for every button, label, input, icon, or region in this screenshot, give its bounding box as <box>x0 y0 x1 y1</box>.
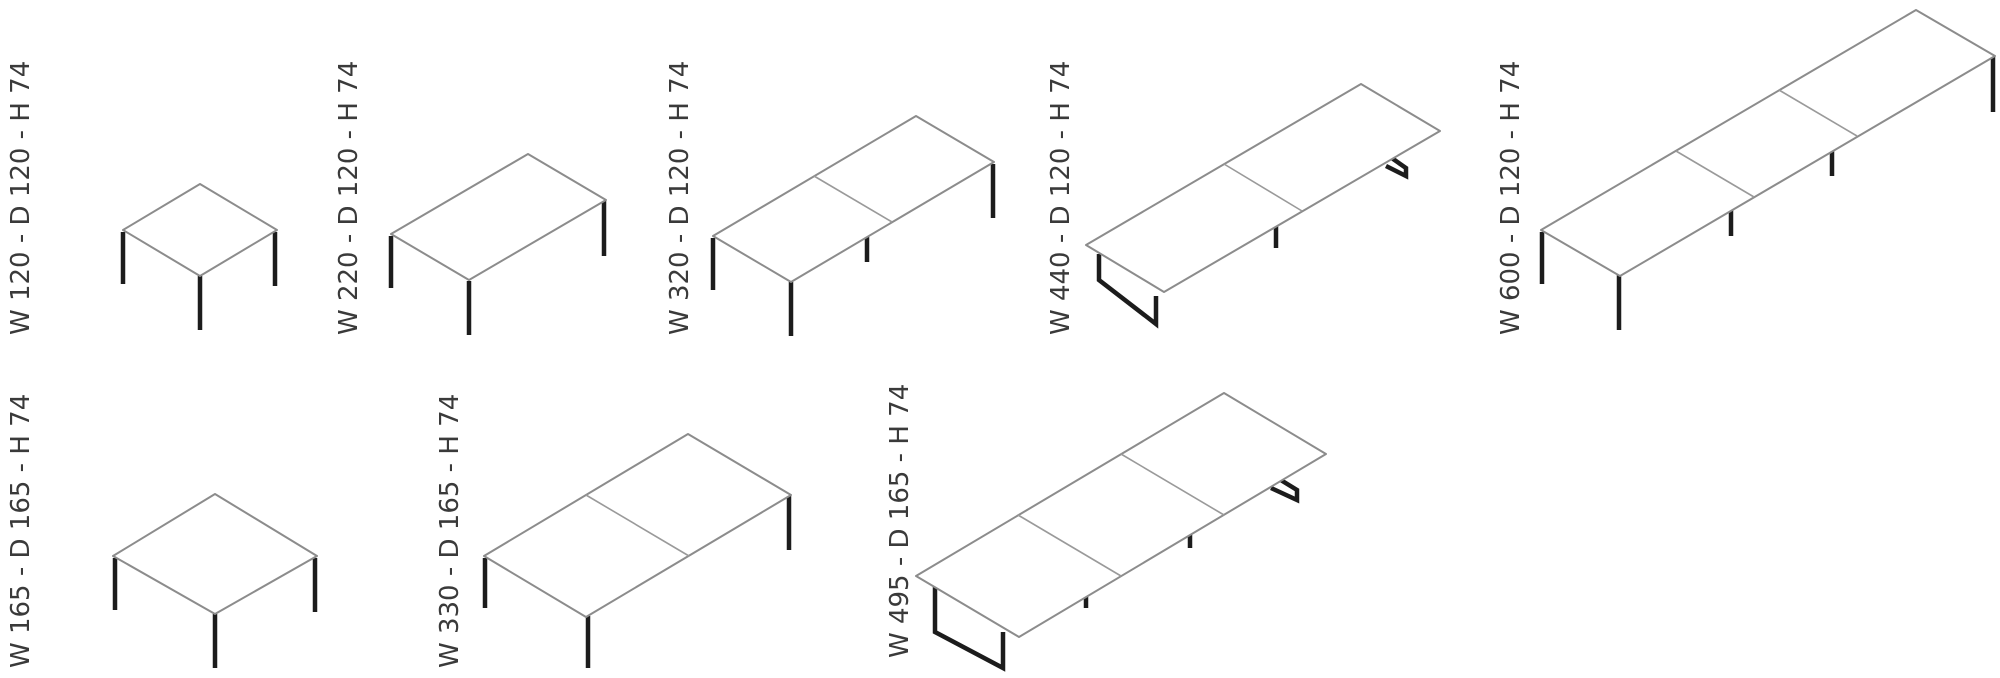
table-w495-d165: W 495 - D 165 - H 74 <box>885 384 1327 672</box>
table-top <box>1540 9 1996 277</box>
dimension-label: W 165 - D 165 - H 74 <box>6 394 36 668</box>
table-legs <box>112 558 318 668</box>
table-w320-d120: W 320 - D 120 - H 74 <box>665 61 996 336</box>
dimension-label: W 120 - D 120 - H 74 <box>6 61 36 335</box>
table-w220-d120: W 220 - D 120 - H 74 <box>334 61 607 335</box>
table-legs <box>710 164 996 336</box>
dimension-label: W 330 - D 165 - H 74 <box>435 394 465 668</box>
table-w600-d120: W 600 - D 120 - H 74 <box>1496 9 1996 335</box>
module-seam <box>1223 163 1303 212</box>
table-top <box>122 183 278 277</box>
table-w330-d165: W 330 - D 165 - H 74 <box>435 394 792 668</box>
table-top <box>390 153 607 281</box>
module-seam <box>1017 514 1122 577</box>
table-legs <box>1096 152 1409 329</box>
module-seam <box>1778 89 1858 137</box>
module-seam <box>813 175 893 223</box>
dimension-label: W 320 - D 120 - H 74 <box>665 61 695 335</box>
dimension-label: W 440 - D 120 - H 74 <box>1046 61 1076 335</box>
table-w120-d120: W 120 - D 120 - H 74 <box>6 61 278 335</box>
module-seam <box>585 494 690 557</box>
table-top <box>112 493 318 615</box>
module-seam <box>1675 150 1755 198</box>
dimension-label: W 495 - D 165 - H 74 <box>885 384 915 658</box>
table-w440-d120: W 440 - D 120 - H 74 <box>1046 61 1441 335</box>
dimension-label: W 220 - D 120 - H 74 <box>334 61 364 335</box>
table-top <box>915 392 1327 638</box>
table-legs <box>388 200 607 335</box>
module-seam <box>1120 453 1225 516</box>
table-legs <box>120 232 278 330</box>
table-w165-d165: W 165 - D 165 - H 74 <box>6 394 318 668</box>
dimension-label: W 600 - D 120 - H 74 <box>1496 61 1526 335</box>
table-legs <box>1539 56 1996 330</box>
table-legs <box>482 494 792 668</box>
